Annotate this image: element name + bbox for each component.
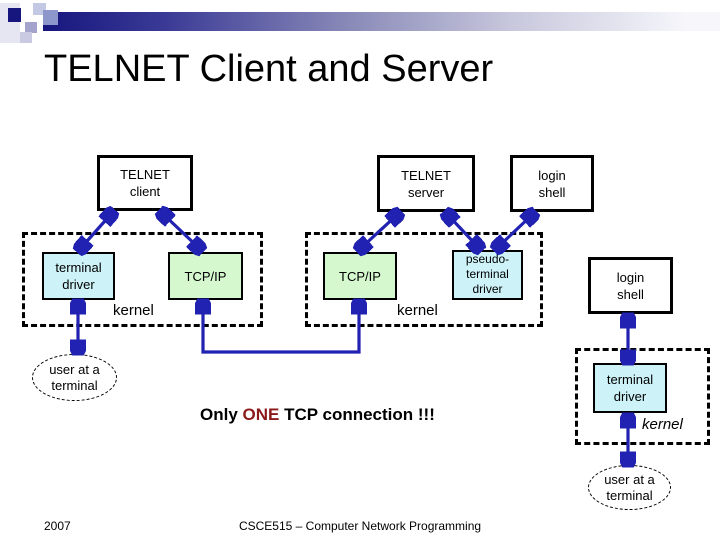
login-shell-right-box: login shell [588,257,673,314]
kernel-box-client [22,232,263,327]
header-gradient-bar [43,12,720,31]
note-prefix: Only [200,405,243,424]
kernel-label-right: kernel [397,302,438,319]
user-terminal-left-ellipse: user at a terminal [32,354,117,401]
kernel-label-far-right: kernel [642,416,683,433]
decor-square [8,8,21,22]
decor-square [20,32,32,43]
kernel-label-left: kernel [113,302,154,319]
footer-course: CSCE515 – Computer Network Programming [238,519,482,533]
decor-square [25,22,37,33]
tcpip-left-box: TCP/IP [168,252,243,300]
login-shell-top-box: login shell [510,155,594,212]
note-suffix: TCP connection !!! [279,405,435,424]
kernel-box-server [305,232,543,327]
telnet-server-box: TELNET server [377,155,475,212]
note-highlight: ONE [242,405,280,424]
decor-square [43,10,58,25]
terminal-driver-left-box: terminal driver [42,252,115,300]
user-terminal-right-ellipse: user at a terminal [588,465,671,510]
tcp-connection-note: Only ONE TCP connection !!! [200,405,435,425]
telnet-client-box: TELNET client [97,155,193,211]
kernel-box-shell [575,348,710,445]
decor-square [33,3,46,15]
footer-year: 2007 [44,519,71,533]
pseudo-terminal-driver-box: pseudo- terminal driver [452,250,523,300]
terminal-driver-right-box: terminal driver [593,363,667,413]
tcpip-right-box: TCP/IP [323,252,397,300]
slide-title: TELNET Client and Server [44,48,494,90]
